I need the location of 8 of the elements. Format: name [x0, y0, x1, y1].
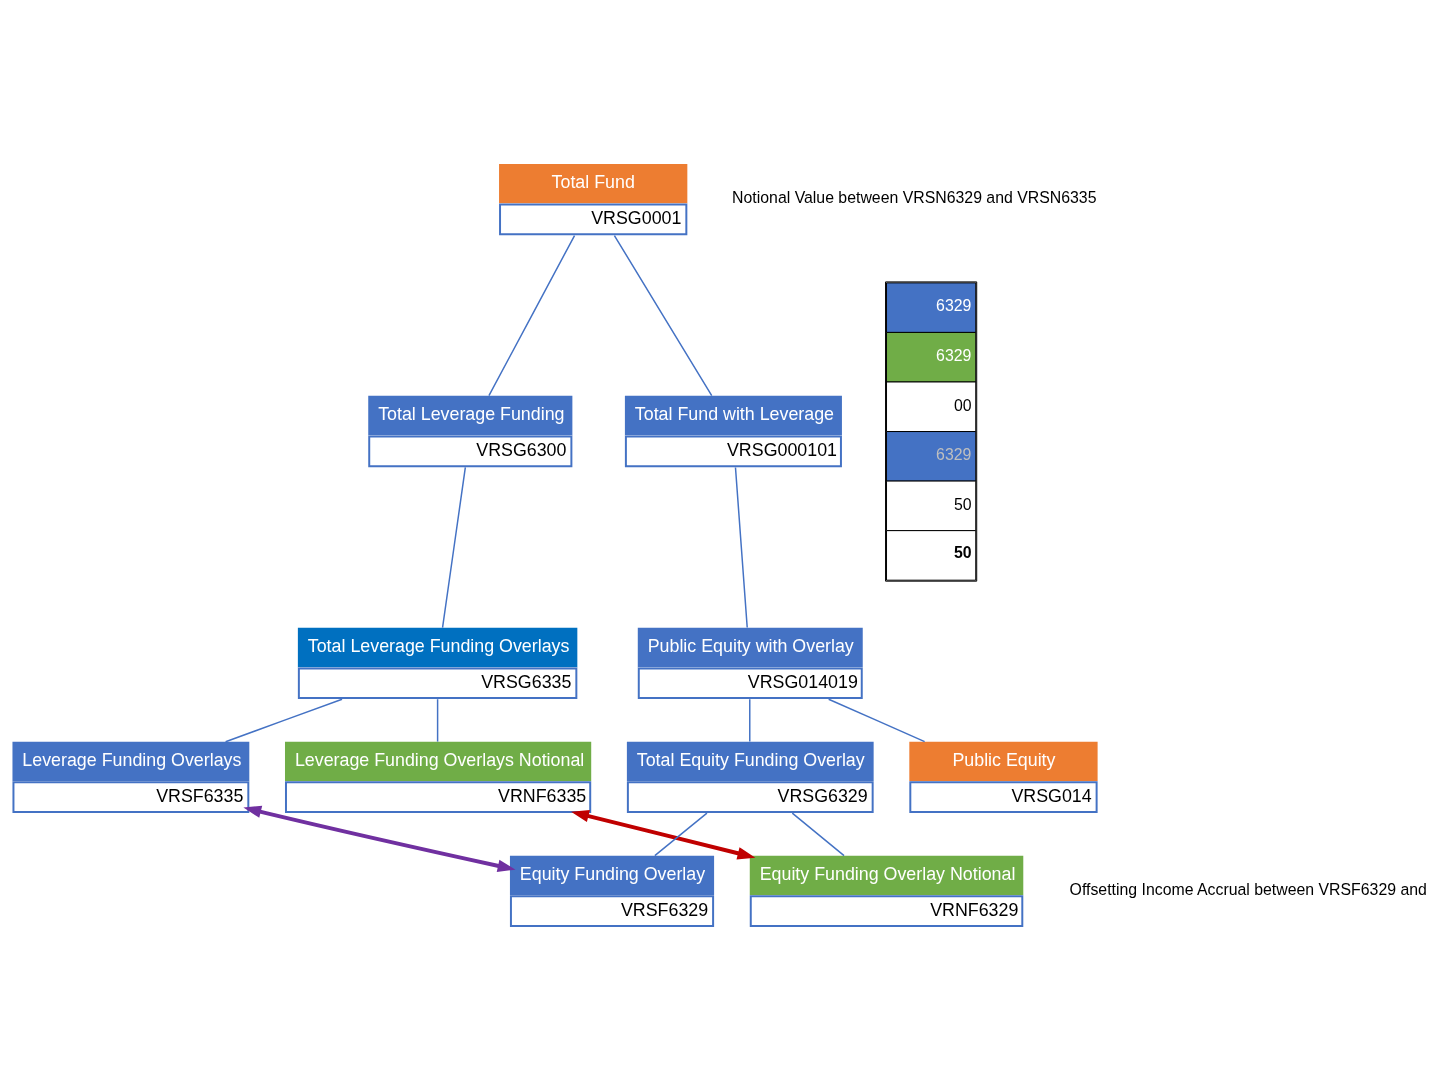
label: 50	[953, 544, 972, 562]
label: 6329	[936, 346, 972, 364]
label: 6329	[936, 297, 972, 315]
label: 6329	[936, 446, 972, 464]
label: 00	[953, 396, 972, 414]
label: Notional Value between VRSN6329 and VRSN6335	[732, 189, 1097, 207]
label: Offsetting Income Accrual between VRSF6329 and	[1069, 881, 1427, 899]
label: 50	[953, 495, 972, 513]
